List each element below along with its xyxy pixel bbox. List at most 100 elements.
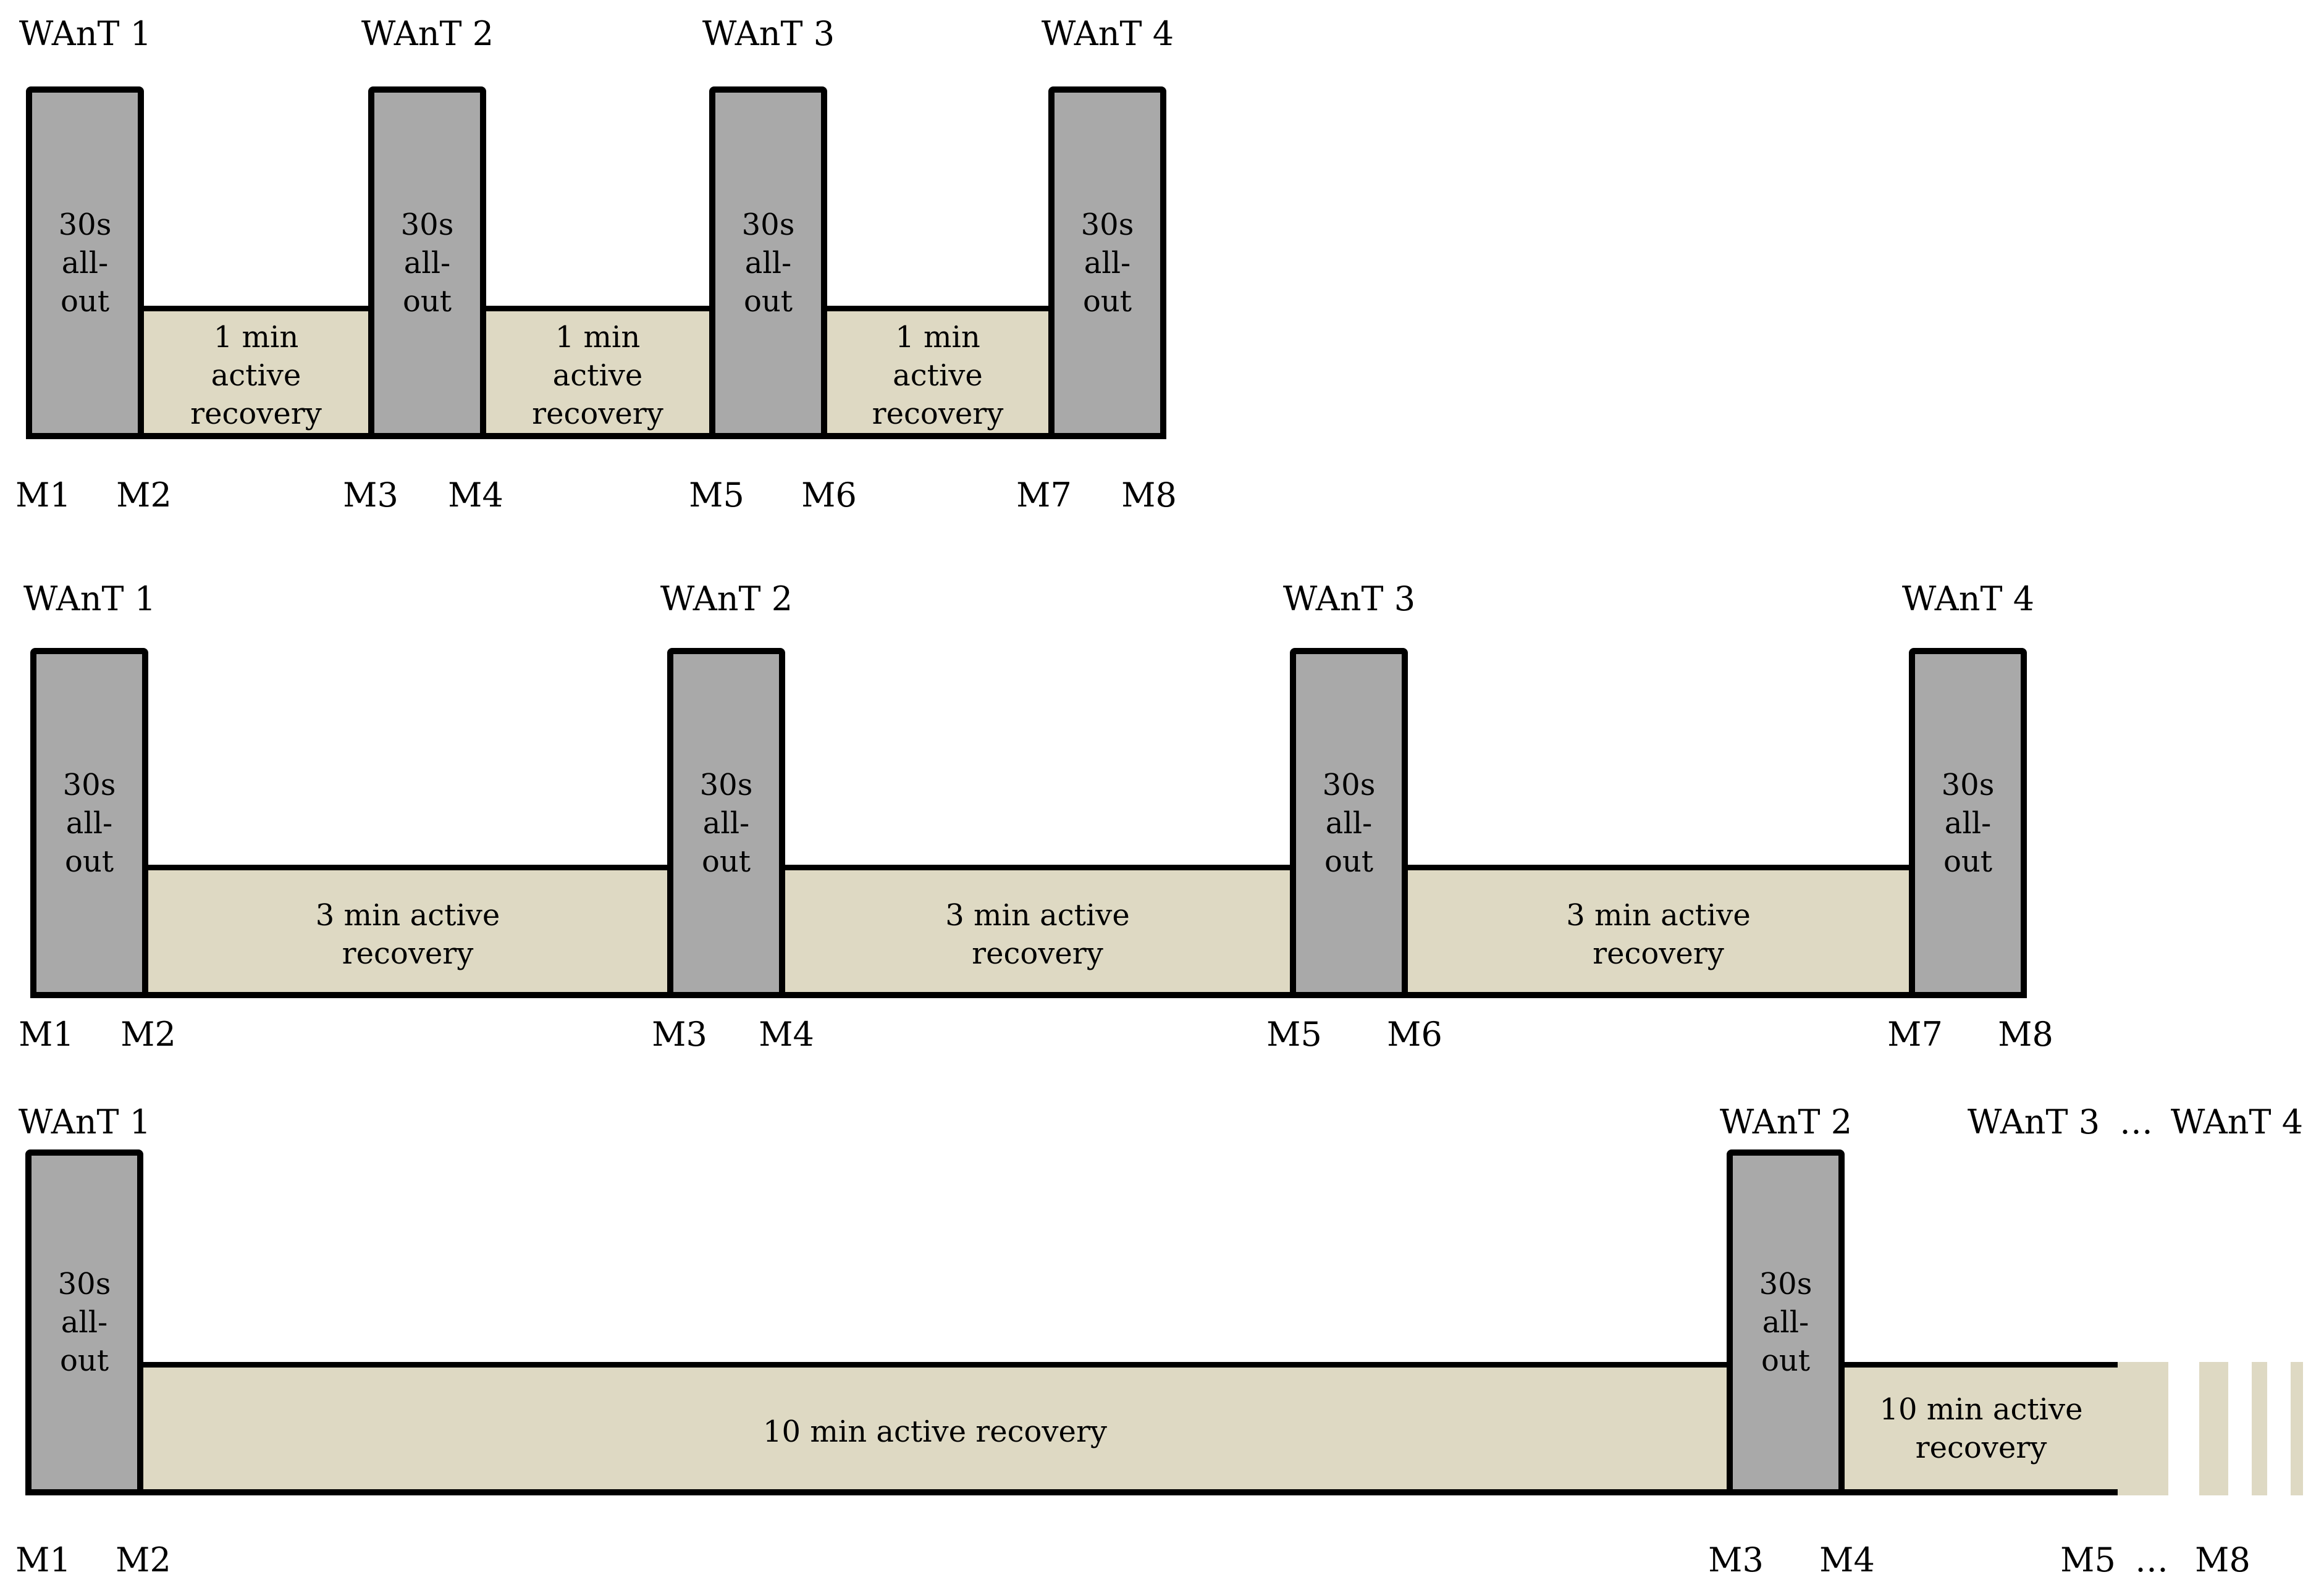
want-label: WAnT 3: [1967, 1103, 2100, 1141]
effort-line: all-: [1762, 1305, 1809, 1340]
want-label: WAnT 3: [702, 14, 835, 53]
measurement-marker: M8: [1998, 1015, 2053, 1054]
measurement-marker: M3: [652, 1015, 707, 1054]
effort-text: 30s all- out: [1942, 766, 1995, 881]
effort-line: 30s: [1080, 207, 1134, 242]
effort-line: all-: [61, 1305, 108, 1340]
effort-text: 30s all- out: [59, 206, 112, 321]
measurement-marker: M5: [689, 476, 744, 515]
wingate-bar: 30s all- out: [368, 86, 486, 439]
measurement-marker: M5: [1266, 1015, 1322, 1054]
wingate-bar: 30s all- out: [30, 648, 148, 998]
wingate-bar: 30s all- out: [1727, 1149, 1845, 1495]
want-label: WAnT 4: [1901, 579, 2035, 618]
effort-line: 30s: [57, 1267, 111, 1301]
recovery-line: recovery: [342, 936, 474, 971]
effort-line: all-: [61, 245, 109, 280]
recovery-block: 1 min active recovery: [144, 306, 368, 439]
effort-line: out: [1761, 1343, 1811, 1378]
measurement-marker: M1: [15, 1540, 71, 1579]
measurement-marker: M8: [1121, 476, 1177, 515]
want-label: WAnT 1: [23, 579, 156, 618]
recovery-line: recovery: [532, 396, 663, 431]
recovery-line: 1 min: [895, 319, 980, 355]
effort-line: all-: [1944, 805, 1992, 841]
recovery-block: 3 min active recovery: [785, 865, 1290, 998]
continuation-stripe: [2199, 1362, 2228, 1495]
wingate-bar: 30s all- out: [25, 1149, 143, 1495]
effort-line: out: [402, 284, 452, 319]
measurement-marker: M4: [448, 476, 503, 515]
want-label: WAnT 2: [1719, 1103, 1853, 1141]
effort-line: out: [59, 1343, 109, 1378]
recovery-line: active: [893, 358, 983, 393]
recovery-line: recovery: [1593, 936, 1724, 971]
effort-line: out: [1082, 284, 1132, 319]
measurement-marker: M4: [759, 1015, 814, 1054]
wingate-bar: 30s all- out: [1290, 648, 1408, 998]
timeline-baseline: [26, 433, 1166, 439]
effort-line: out: [1324, 844, 1374, 879]
effort-line: 30s: [699, 767, 753, 802]
recovery-line: recovery: [972, 936, 1103, 971]
effort-line: all-: [403, 245, 451, 280]
effort-line: all-: [1325, 805, 1373, 841]
recovery-line: 10 min active recovery: [762, 1414, 1107, 1449]
recovery-block: 3 min active recovery: [1408, 865, 1909, 998]
measurement-marker: M7: [1016, 476, 1072, 515]
want-label: WAnT 2: [660, 579, 793, 618]
recovery-block: 10 min active recovery: [1845, 1362, 2168, 1495]
effort-line: all-: [65, 805, 113, 841]
ellipsis-label: …: [2135, 1540, 2168, 1579]
measurement-marker: M2: [120, 1015, 176, 1054]
want-label: WAnT 4: [1041, 14, 1174, 53]
effort-text: 30s all- out: [1759, 1265, 1812, 1380]
effort-text: 30s all- out: [58, 1265, 111, 1380]
effort-line: 30s: [58, 207, 112, 242]
effort-text: 30s all- out: [1081, 206, 1134, 321]
measurement-marker: M3: [343, 476, 398, 515]
recovery-line: 1 min: [213, 319, 299, 355]
measurement-marker: M3: [1708, 1540, 1764, 1579]
effort-line: 30s: [1941, 767, 1995, 802]
recovery-line: 3 min active: [945, 897, 1130, 933]
recovery-line: active: [552, 358, 643, 393]
effort-line: all-: [744, 245, 792, 280]
measurement-marker: M7: [1887, 1015, 1943, 1054]
effort-line: out: [743, 284, 793, 319]
measurement-marker: M1: [15, 476, 71, 515]
effort-text: 30s all- out: [1323, 766, 1376, 881]
want-label: WAnT 3: [1282, 579, 1416, 618]
effort-line: 30s: [400, 207, 454, 242]
timeline-baseline: [25, 1489, 2118, 1495]
effort-text: 30s all- out: [63, 766, 116, 881]
wingate-bar: 30s all- out: [709, 86, 827, 439]
recovery-block: 1 min active recovery: [827, 306, 1048, 439]
ellipsis-label: …: [2120, 1103, 2153, 1141]
wingate-bar: 30s all- out: [1048, 86, 1166, 439]
continuation-stripe: [2291, 1362, 2303, 1495]
wingate-bar: 30s all- out: [1909, 648, 2027, 998]
effort-line: 30s: [1759, 1267, 1812, 1301]
measurement-marker: M6: [1387, 1015, 1442, 1054]
measurement-marker: M4: [1819, 1540, 1875, 1579]
wingate-bar: 30s all- out: [26, 86, 144, 439]
want-label: WAnT 4: [2170, 1103, 2304, 1141]
measurement-marker: M6: [801, 476, 857, 515]
measurement-marker: M2: [116, 476, 172, 515]
measurement-marker: M1: [19, 1015, 74, 1054]
effort-line: out: [1943, 844, 1993, 879]
effort-line: 30s: [741, 207, 795, 242]
recovery-line: 10 min active: [1879, 1392, 2083, 1427]
effort-line: all-: [1084, 245, 1131, 280]
effort-text: 30s all- out: [401, 206, 454, 321]
recovery-line: active: [211, 358, 301, 393]
recovery-line: recovery: [190, 396, 322, 431]
want-label: WAnT 1: [18, 1103, 151, 1141]
recovery-line: 3 min active: [315, 897, 500, 933]
wingate-bar: 30s all- out: [667, 648, 785, 998]
continuation-stripe: [2252, 1362, 2267, 1495]
